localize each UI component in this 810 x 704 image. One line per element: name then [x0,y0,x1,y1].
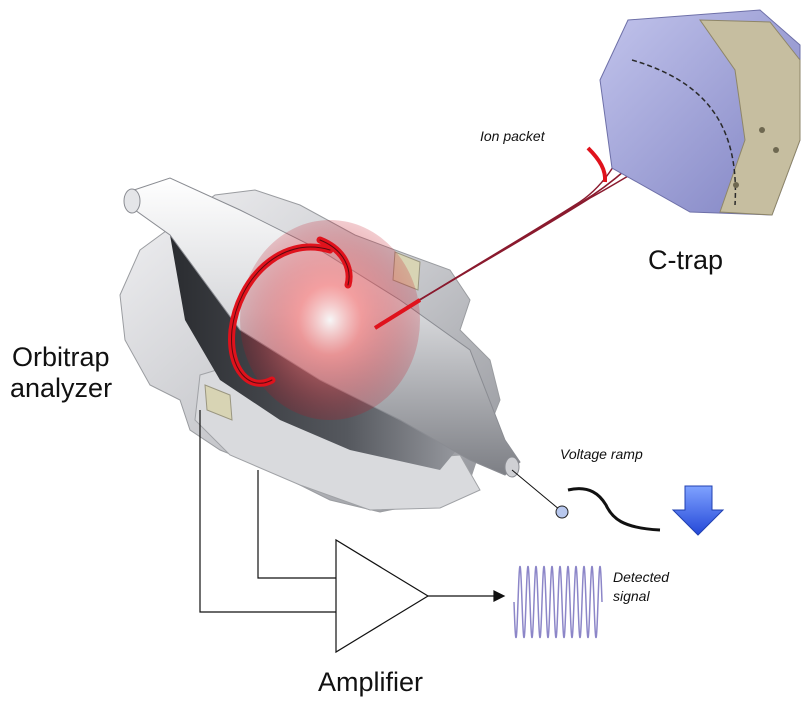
ion-packet-marker [586,146,608,183]
orbitrap-label-line1: Orbitrap [12,342,110,372]
c-trap [599,9,801,216]
orbitrap-label-line2: analyzer [10,373,113,403]
amplifier-wiring [199,410,506,654]
down-arrow-icon [671,485,725,536]
voltage-ramp [511,469,725,536]
ion-cloud [240,220,420,420]
c-trap-label: C-trap [648,245,724,275]
electrode-contact [555,505,569,519]
detected-signal-label-line2: signal [613,588,650,604]
detected-signal-wave [513,565,603,639]
voltage-ramp-label: Voltage ramp [560,446,643,462]
ion-packet-label: Ion packet [480,128,545,144]
voltage-ramp-curve [567,487,661,532]
injection-arrow [373,298,422,330]
detected-signal-label-line1: Detected [613,569,670,585]
amplifier-label: Amplifier [318,667,424,697]
